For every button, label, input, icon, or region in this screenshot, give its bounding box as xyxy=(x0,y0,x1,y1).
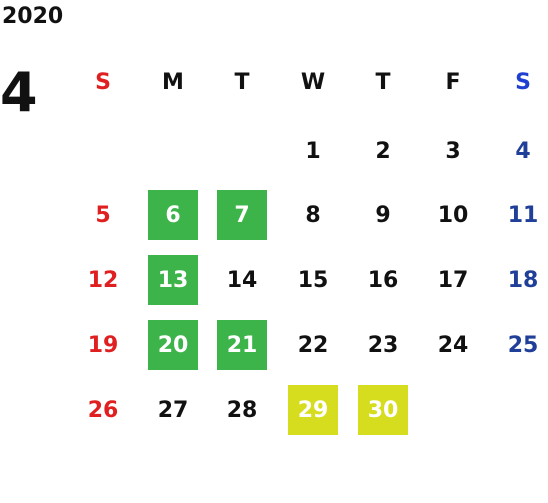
day-cell-4[interactable]: 4 xyxy=(515,138,531,164)
weekday-header-fri: F xyxy=(445,69,461,95)
day-cell-15[interactable]: 15 xyxy=(297,267,329,293)
day-cell-8[interactable]: 8 xyxy=(305,202,321,228)
day-cell-14[interactable]: 14 xyxy=(226,267,258,293)
day-cell-26[interactable]: 26 xyxy=(87,397,119,423)
day-cell-28[interactable]: 28 xyxy=(226,397,258,423)
day-cell-25[interactable]: 25 xyxy=(507,332,539,358)
month-number: 4 xyxy=(0,61,38,124)
day-cell-22[interactable]: 22 xyxy=(297,332,329,358)
weekday-header-tue: T xyxy=(234,69,250,95)
day-cell-19[interactable]: 19 xyxy=(87,332,119,358)
day-cell-3[interactable]: 3 xyxy=(445,138,461,164)
day-cell-17[interactable]: 17 xyxy=(437,267,469,293)
day-cell-6[interactable]: 6 xyxy=(148,190,198,240)
day-cell-29[interactable]: 29 xyxy=(288,385,338,435)
day-cell-30[interactable]: 30 xyxy=(358,385,408,435)
day-cell-18[interactable]: 18 xyxy=(507,267,539,293)
day-cell-9[interactable]: 9 xyxy=(375,202,391,228)
weekday-header-thu: T xyxy=(375,69,391,95)
day-cell-11[interactable]: 11 xyxy=(507,202,539,228)
day-cell-10[interactable]: 10 xyxy=(437,202,469,228)
day-cell-21[interactable]: 21 xyxy=(217,320,267,370)
day-cell-5[interactable]: 5 xyxy=(95,202,111,228)
day-cell-27[interactable]: 27 xyxy=(157,397,189,423)
day-cell-20[interactable]: 20 xyxy=(148,320,198,370)
weekday-header-sat: S xyxy=(515,69,531,95)
day-cell-7[interactable]: 7 xyxy=(217,190,267,240)
weekday-header-sun: S xyxy=(95,69,111,95)
day-cell-1[interactable]: 1 xyxy=(305,138,321,164)
year-label: 2020 xyxy=(2,4,64,29)
day-cell-12[interactable]: 12 xyxy=(87,267,119,293)
day-cell-23[interactable]: 23 xyxy=(367,332,399,358)
day-cell-16[interactable]: 16 xyxy=(367,267,399,293)
day-cell-24[interactable]: 24 xyxy=(437,332,469,358)
day-cell-13[interactable]: 13 xyxy=(148,255,198,305)
weekday-header-mon: M xyxy=(162,69,184,95)
weekday-header-wed: W xyxy=(300,69,326,95)
day-cell-2[interactable]: 2 xyxy=(375,138,391,164)
